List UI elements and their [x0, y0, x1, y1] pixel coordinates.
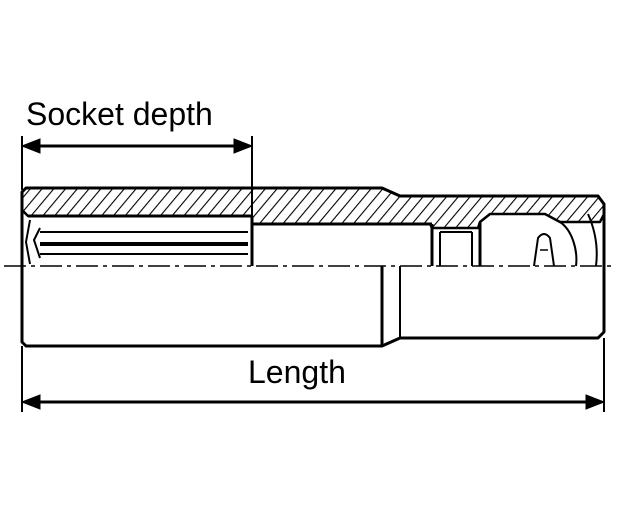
length-label: Length — [248, 354, 346, 390]
arrow-right-icon — [233, 138, 254, 154]
length-dimension — [20, 338, 606, 412]
arrow-left-icon — [20, 138, 41, 154]
arrow-right-icon — [585, 394, 606, 410]
hatched-wall — [20, 186, 606, 230]
socket-depth-dimension — [20, 136, 254, 222]
outer-outline — [20, 186, 606, 348]
socket-depth-label: Socket depth — [26, 96, 213, 132]
detent-slot — [533, 233, 555, 267]
socket-body — [20, 186, 606, 348]
arrow-left-icon — [20, 394, 41, 410]
